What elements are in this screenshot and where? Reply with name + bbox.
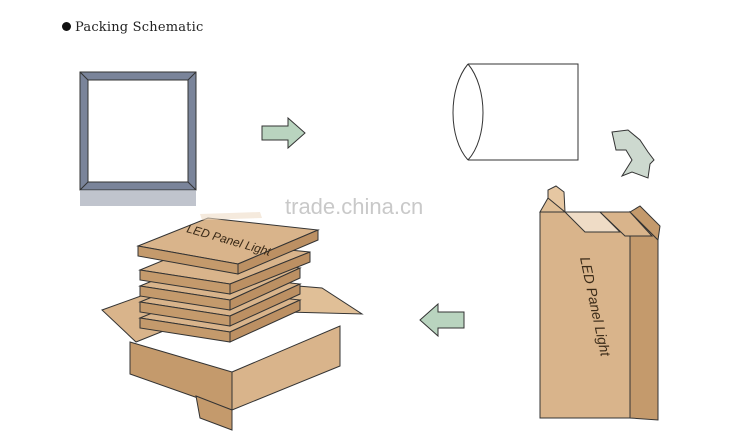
page-title: Packing Schematic <box>62 20 203 35</box>
title-text: Packing Schematic <box>75 20 204 35</box>
arrow-down-icon <box>611 129 655 179</box>
master-carton: LED Panel Light <box>101 212 364 431</box>
watermark: trade.china.cn <box>285 194 424 219</box>
single-carton: LED Panel Light <box>539 185 661 421</box>
arrow-right-icon <box>261 116 306 150</box>
foam-sleeve <box>452 63 579 161</box>
led-panel-frame <box>79 71 197 206</box>
bullet-icon <box>62 22 71 31</box>
arrow-left-icon <box>419 302 465 338</box>
stacked-boxes: LED Panel Light <box>136 217 320 343</box>
